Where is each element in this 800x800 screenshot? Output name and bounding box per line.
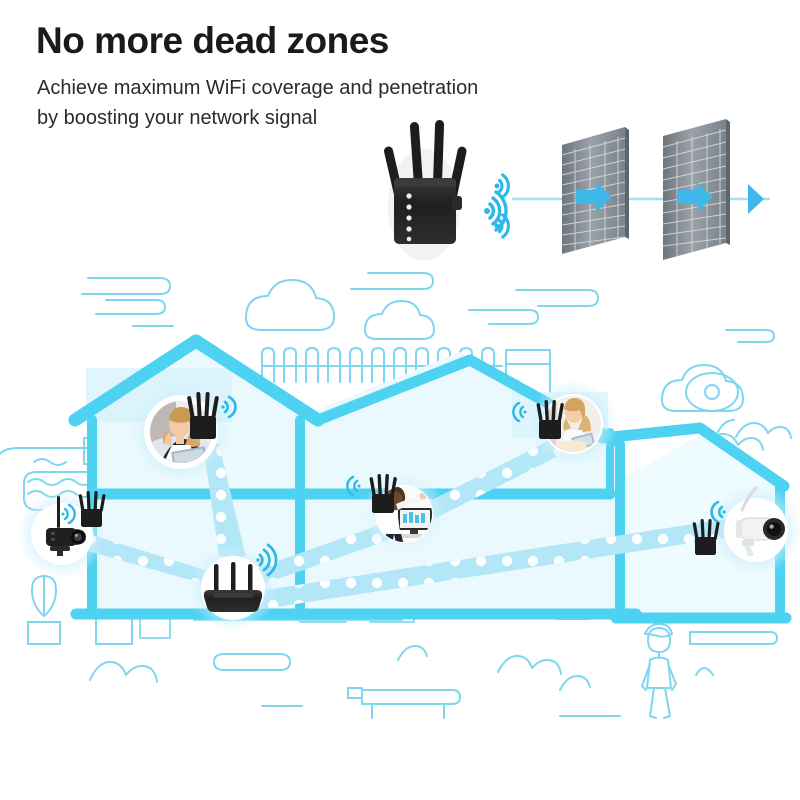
- beam-to-bedroom: [412, 436, 566, 526]
- ground-streak-2: [695, 667, 714, 676]
- extender-led-indicators: [406, 193, 412, 242]
- arrow-wall-1: [576, 182, 612, 212]
- white-security-camera: [736, 486, 785, 556]
- black-security-camera: [46, 496, 86, 556]
- page-title: No more dead zones: [36, 20, 389, 61]
- cloud-bottom-5: [397, 645, 428, 661]
- walking-person: [641, 623, 677, 719]
- wifi-icon-bedroom: [512, 401, 527, 423]
- cloud-streak-7: [725, 329, 775, 343]
- page-subtitle: Achieve maximum WiFi coverage and penetr…: [37, 74, 478, 133]
- subtitle-line-2: by boosting your network signal: [37, 106, 318, 129]
- bench-decor: [347, 687, 461, 719]
- cloud-bottom-1: [89, 661, 158, 683]
- connection-beams: [70, 436, 736, 610]
- cloud-3b: [717, 419, 735, 433]
- node-bedroom[interactable]: [512, 380, 617, 468]
- wifi-icon-living-room: [221, 395, 237, 419]
- cloud-streak-5: [95, 299, 166, 315]
- router-antennas: [214, 562, 253, 592]
- extender-icon-bedroom: [512, 399, 564, 439]
- cloud-4: [735, 422, 792, 439]
- node-living-room[interactable]: [131, 382, 237, 482]
- extender-icon-outdoor-right: [692, 518, 720, 555]
- top-penetration-scene: [384, 119, 770, 261]
- wifi-range-extender: [394, 178, 462, 244]
- extender-icon-tv-room: [346, 473, 397, 513]
- subtitle-line-1: Achieve maximum WiFi coverage and penetr…: [37, 77, 479, 99]
- beam-to-outdoor-left: [70, 530, 226, 590]
- node-outdoor-left[interactable]: [18, 490, 106, 578]
- cloud-bottom-4: [559, 675, 591, 691]
- node-tv-room[interactable]: [346, 472, 446, 556]
- cloud-streak-1: [350, 272, 434, 290]
- beam-to-outdoor-right: [252, 518, 736, 610]
- arrow-exit: [748, 184, 764, 214]
- cloud-streak-3: [468, 309, 539, 325]
- arrow-wall-2: [677, 182, 713, 212]
- wifi-icon-outdoor-right: [710, 500, 726, 524]
- router-top-highlight: [212, 593, 254, 598]
- beam-to-living-room: [203, 444, 249, 570]
- wifi-icon-tv-room: [346, 475, 361, 497]
- extender-icon-living-room: [187, 392, 237, 439]
- cloud-camera-icon: [661, 364, 744, 412]
- house-roof: [68, 334, 325, 427]
- ground-streak-1: [689, 631, 778, 645]
- cloud-bottom-3: [497, 655, 562, 675]
- node-outdoor-right[interactable]: [692, 484, 800, 576]
- penetration-arrows: [576, 182, 764, 214]
- main-router[interactable]: [189, 543, 278, 632]
- cloud-1: [245, 279, 335, 331]
- house-roof-right: [596, 422, 790, 492]
- cloud-streak-2: [515, 289, 599, 307]
- wifi-icon-router: [256, 543, 278, 577]
- wifi-icon-outdoor-left: [61, 503, 76, 525]
- brick-wall-2: [662, 119, 730, 260]
- cloud-bottom-2: [213, 653, 291, 671]
- beam-to-tv-room: [246, 520, 400, 588]
- cloud-streak-4: [81, 277, 171, 295]
- cloud-2: [364, 300, 435, 340]
- extender-icon-outdoor-left: [78, 490, 106, 527]
